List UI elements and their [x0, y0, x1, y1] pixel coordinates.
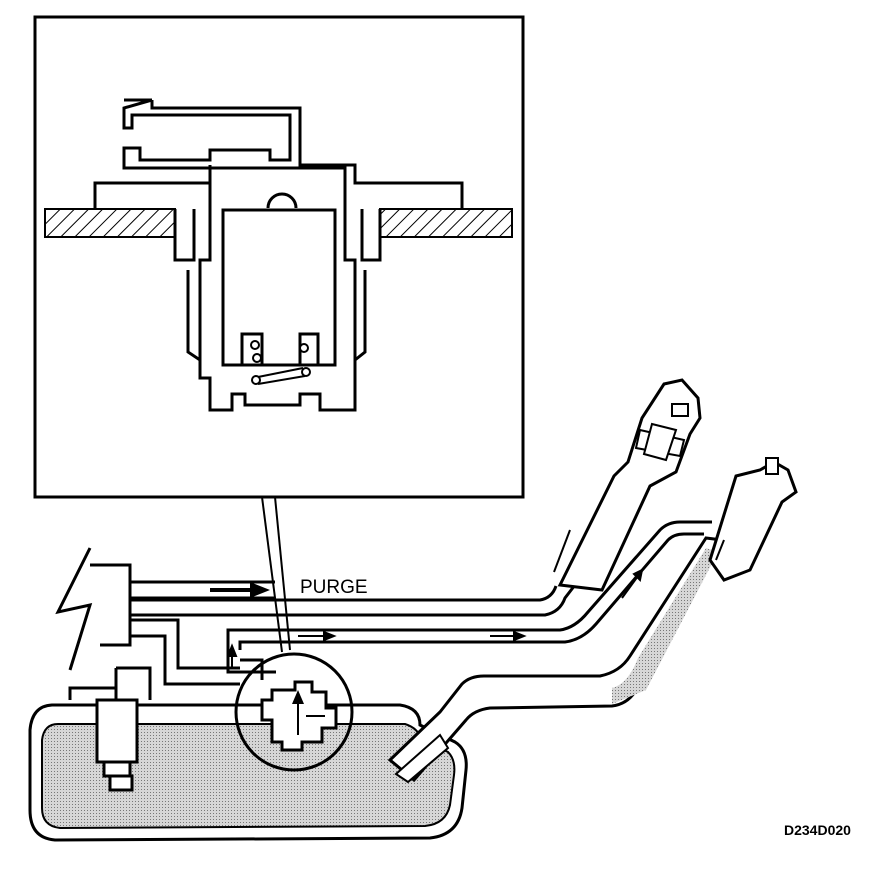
inset-detail-view [33, 15, 525, 653]
float-linkage [250, 340, 311, 385]
vapor-flow-arrows [226, 568, 644, 668]
fuel-tank [28, 652, 468, 842]
tank-wall-section [44, 208, 513, 238]
callout-line-right [274, 496, 291, 651]
fuel-sender-unit [95, 698, 139, 792]
vent-valve-body [93, 98, 464, 412]
vacuum-switching-valve [553, 378, 702, 592]
vent-valve-circle [234, 652, 354, 772]
purge-flow-arrow [210, 582, 270, 598]
vapor-lines [130, 520, 712, 680]
canister-connector [55, 547, 275, 700]
purge-label: PURGE [300, 577, 368, 598]
figure-code: D234D020 [784, 822, 851, 838]
inset-frame [33, 15, 525, 499]
callout-line-left [261, 496, 283, 653]
filler-neck [387, 457, 798, 784]
